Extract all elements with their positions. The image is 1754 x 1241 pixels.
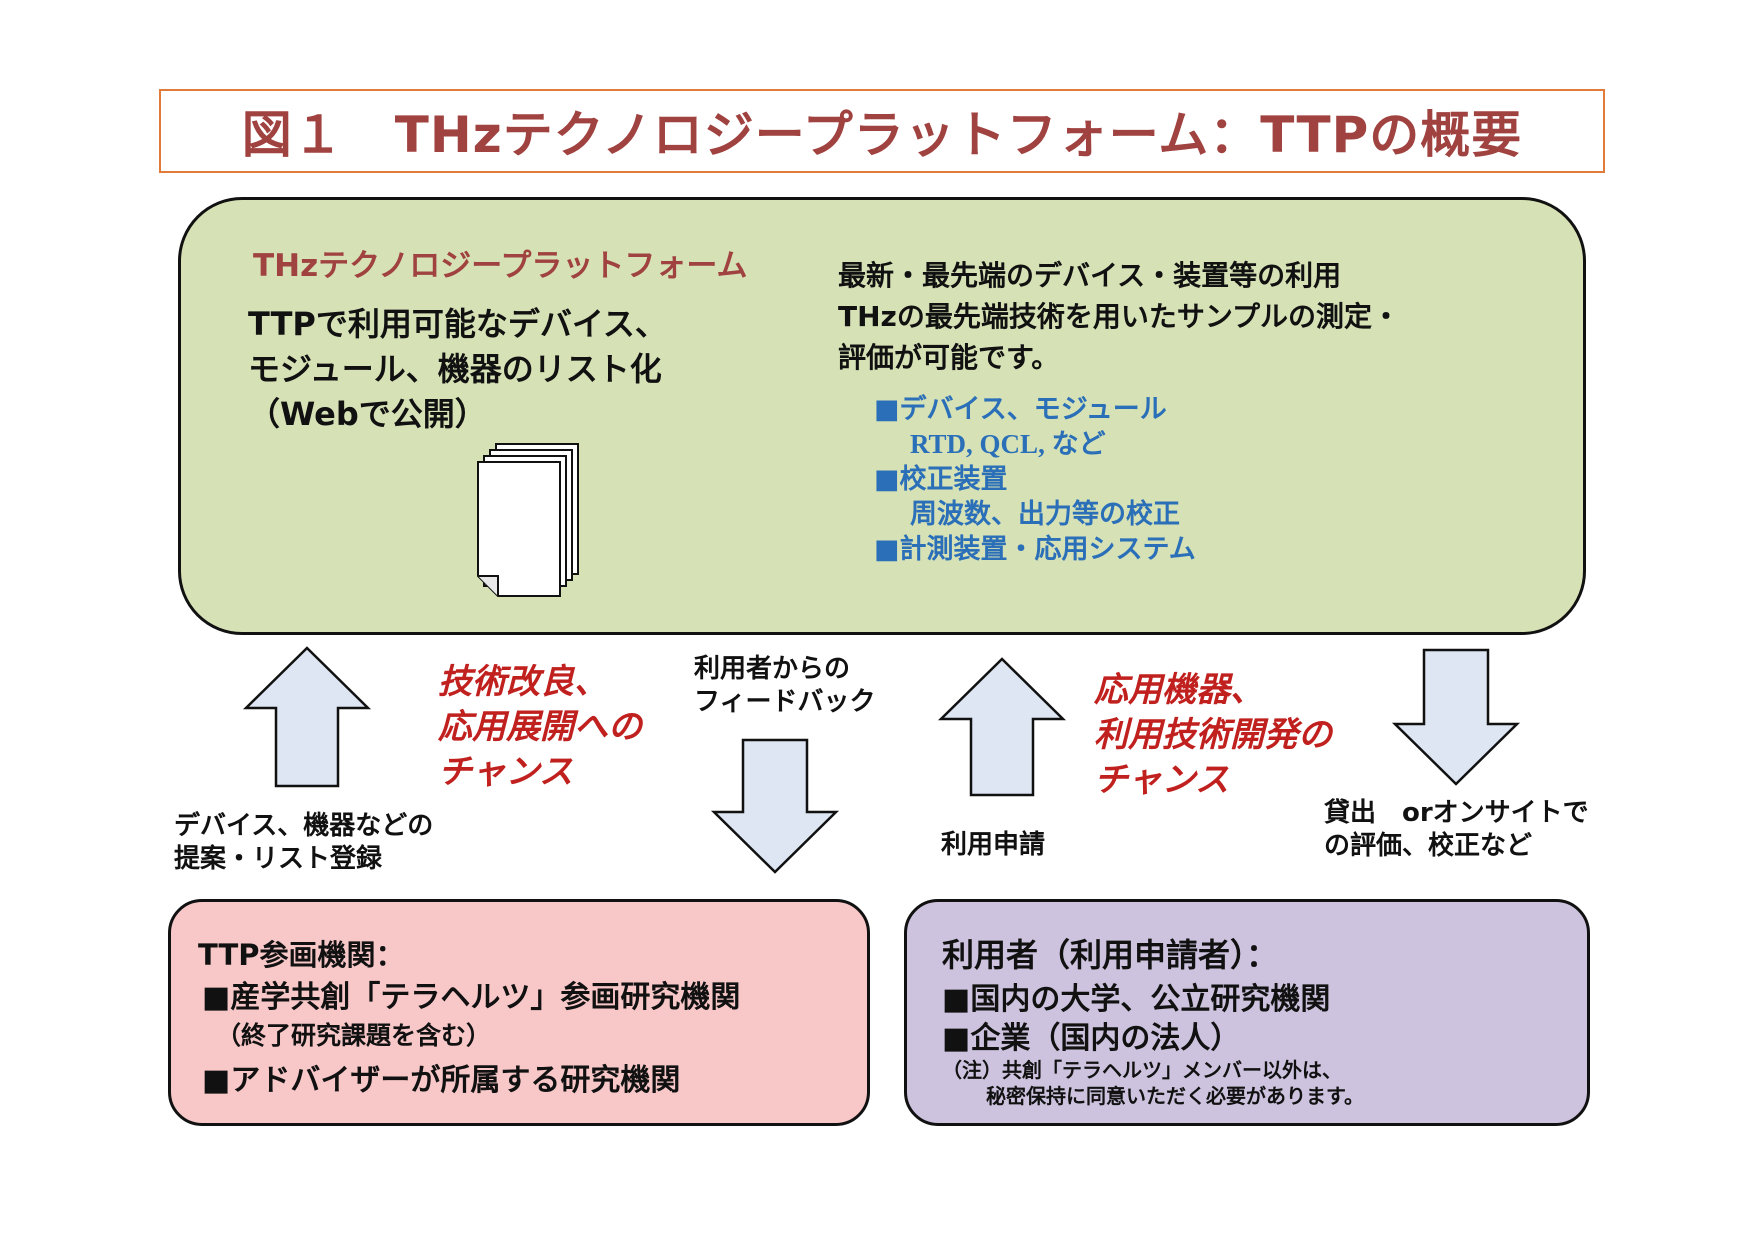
- participants-box: [168, 899, 870, 1126]
- chance-left-text: 技術改良、 応用展開への チャンス: [438, 660, 642, 795]
- participants-heading: TTP参画機関：: [198, 938, 405, 972]
- down-arrow-icon: [710, 738, 840, 874]
- list-item: ■校正装置: [874, 464, 1008, 495]
- platform-left-line: （Webで公開）: [248, 395, 487, 433]
- users-item: ■国内の大学、公立研究機関: [942, 982, 1331, 1017]
- proposal-line: デバイス、機器などの: [174, 811, 434, 841]
- platform-left-line: モジュール、機器のリスト化: [248, 350, 662, 388]
- chance-left-line: 技術改良、: [438, 662, 608, 702]
- platform-left-line: TTPで利用可能なデバイス、: [248, 305, 667, 343]
- platform-list-description: TTPで利用可能なデバイス、 モジュール、機器のリスト化 （Webで公開）: [248, 302, 667, 437]
- chance-right-line: チャンス: [1094, 760, 1229, 800]
- participants-item-note: （終了研究課題を含む）: [216, 1021, 492, 1050]
- application-label: 利用申請: [941, 830, 1046, 860]
- lending-line: の評価、校正など: [1324, 831, 1533, 861]
- chance-right-text: 応用機器、 利用技術開発の チャンス: [1094, 668, 1332, 803]
- platform-right-line: 最新・最先端のデバイス・装置等の利用: [838, 259, 1342, 292]
- proposal-line: 提案・リスト登録: [174, 844, 383, 874]
- chance-right-line: 利用技術開発の: [1094, 715, 1332, 755]
- feedback-line: 利用者からの: [694, 654, 851, 684]
- proposal-label: デバイス、機器などの 提案・リスト登録: [174, 810, 433, 876]
- lending-label: 貸出 orオンサイトで の評価、校正など: [1324, 797, 1589, 863]
- up-arrow-icon: [937, 657, 1067, 797]
- diagram-title: 図１ THzテクノロジープラットフォーム：TTPの概要: [241, 106, 1523, 164]
- users-note: （注）共創「テラヘルツ」メンバー以外は、: [942, 1058, 1342, 1082]
- list-item-sub: RTD, QCL, など: [910, 429, 1106, 459]
- title-box: 図１ THzテクノロジープラットフォーム：TTPの概要: [159, 89, 1605, 173]
- users-item: ■企業（国内の法人）: [942, 1021, 1241, 1056]
- users-heading: 利用者（利用申請者）：: [942, 936, 1279, 974]
- lending-line: 貸出 orオンサイトで: [1324, 798, 1589, 828]
- list-item-sub: 周波数、出力等の校正: [910, 499, 1180, 530]
- platform-right-line: 評価が可能です。: [838, 341, 1060, 374]
- equipment-list: ■デバイス、モジュール RTD, QCL, など ■校正装置 周波数、出力等の校…: [874, 392, 1196, 567]
- chance-right-line: 応用機器、: [1094, 670, 1264, 710]
- platform-box: [178, 197, 1586, 635]
- document-stack-icon: [477, 443, 579, 597]
- chance-left-line: チャンス: [438, 752, 573, 792]
- participants-item: ■アドバイザーが所属する研究機関: [202, 1063, 681, 1098]
- platform-subtitle: THzテクノロジープラットフォーム: [253, 248, 748, 284]
- participants-item: ■産学共創「テラヘルツ」参画研究機関: [202, 980, 741, 1015]
- users-box: [904, 899, 1590, 1126]
- down-arrow-icon: [1391, 648, 1521, 786]
- platform-right-line: THzの最先端技術を用いたサンプルの測定・: [838, 300, 1400, 333]
- up-arrow-icon: [242, 646, 372, 788]
- users-note: 秘密保持に同意いただく必要があります。: [986, 1084, 1364, 1108]
- chance-left-line: 応用展開への: [438, 707, 642, 747]
- feedback-label: 利用者からの フィードバック: [694, 653, 875, 719]
- platform-usage-description: 最新・最先端のデバイス・装置等の利用 THzの最先端技術を用いたサンプルの測定・…: [838, 255, 1400, 378]
- feedback-line: フィードバック: [694, 687, 876, 717]
- list-item: ■計測装置・応用システム: [874, 534, 1196, 565]
- list-item: ■デバイス、モジュール: [874, 394, 1167, 425]
